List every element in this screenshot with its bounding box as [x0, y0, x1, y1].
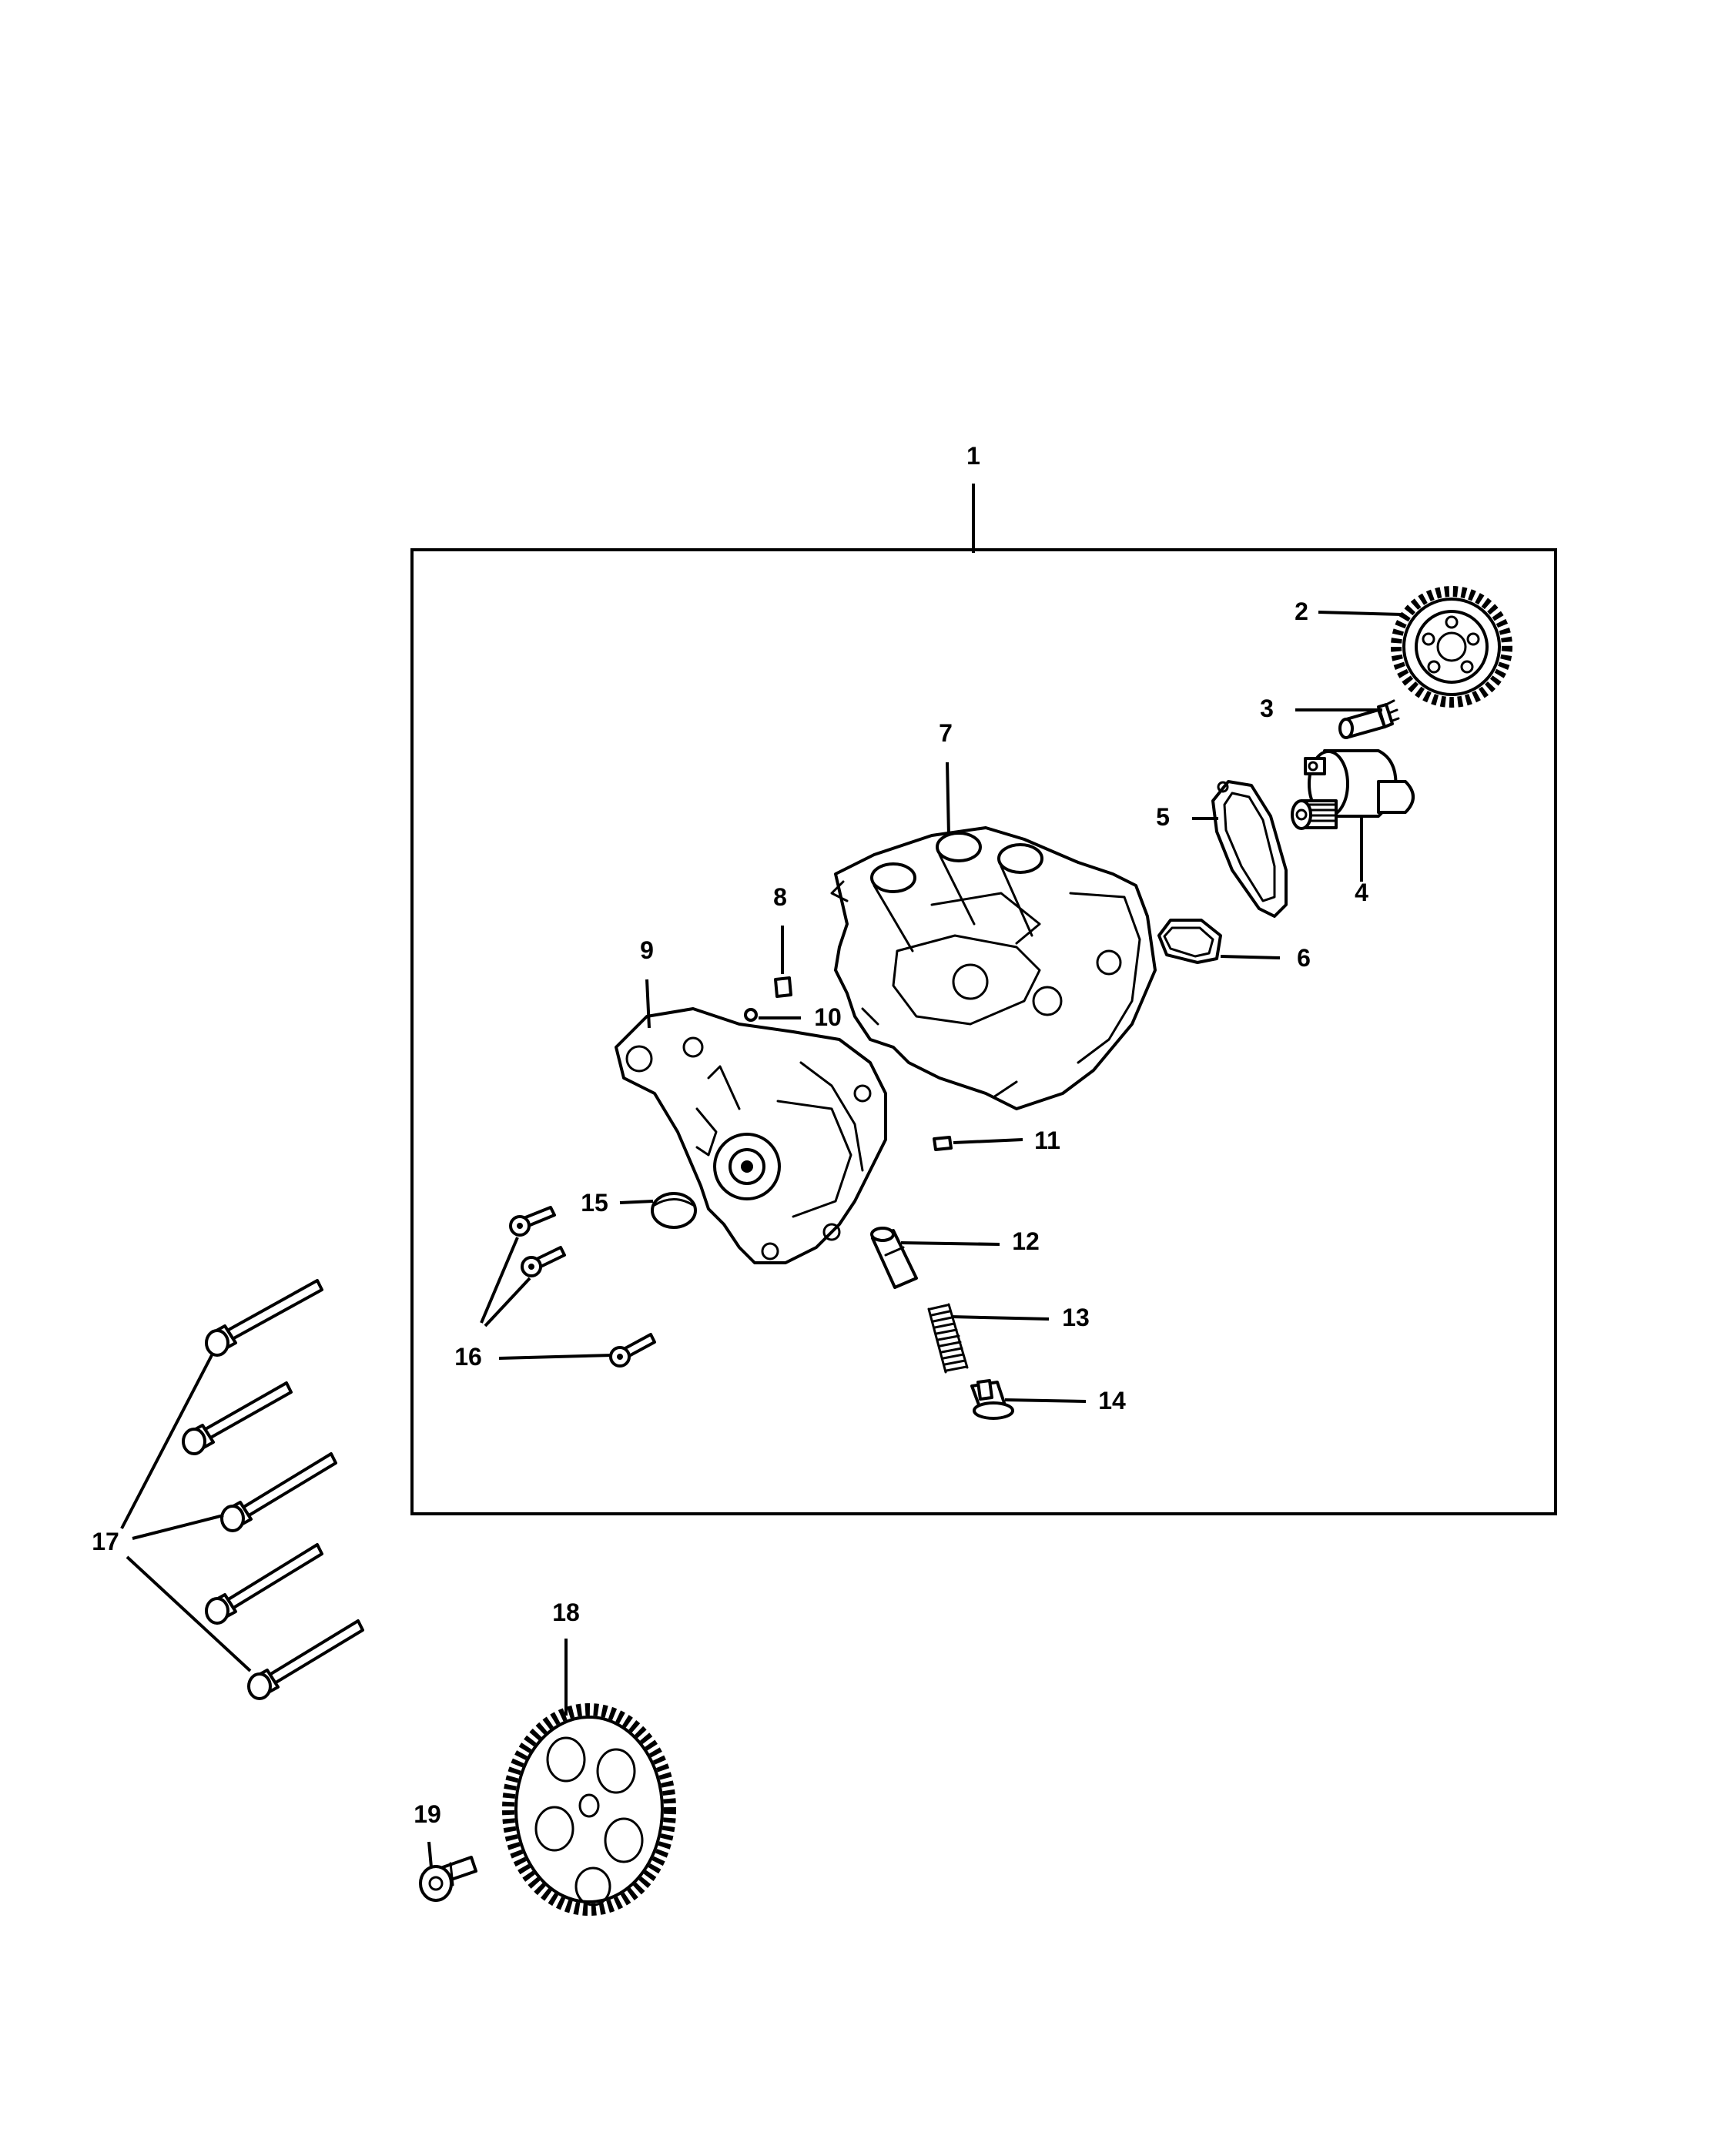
callout-1-label: 1	[966, 442, 980, 470]
ball-icon	[744, 1008, 758, 1022]
callout-6-label: 6	[1297, 944, 1311, 972]
callout-12-label: 12	[1012, 1227, 1040, 1255]
callout-2[interactable]: 2	[1295, 598, 1402, 625]
bolt-icon	[182, 1381, 293, 1455]
bolt-icon	[247, 1619, 364, 1700]
pin-icon	[774, 976, 792, 998]
bolt-icon	[419, 1856, 477, 1902]
callout-16-label: 16	[454, 1343, 482, 1371]
callout-19[interactable]: 19	[414, 1800, 441, 1868]
gasket-icon	[1211, 780, 1288, 918]
callout-15[interactable]: 15	[581, 1189, 654, 1217]
callout-13[interactable]: 13	[950, 1304, 1090, 1331]
callout-4[interactable]: 4	[1355, 816, 1368, 906]
drive-gear-icon	[1391, 586, 1512, 708]
callout-12[interactable]: 12	[900, 1227, 1040, 1255]
callout-7[interactable]: 7	[939, 719, 953, 836]
assembly-frame	[410, 548, 1557, 1515]
pump-housing-icon	[830, 826, 1157, 1110]
bolt-icon	[1338, 699, 1400, 739]
callout-11[interactable]: 11	[953, 1127, 1060, 1154]
callout-1[interactable]: 1	[966, 442, 980, 553]
callout-17[interactable]: 17	[92, 1354, 252, 1672]
callout-6[interactable]: 6	[1220, 944, 1311, 972]
sprocket-icon	[502, 1703, 676, 1916]
cap-icon	[970, 1379, 1014, 1420]
spring-icon	[927, 1303, 969, 1374]
callout-8[interactable]: 8	[773, 883, 787, 974]
callout-16[interactable]: 16	[454, 1237, 613, 1371]
callout-13-label: 13	[1062, 1304, 1090, 1331]
bolt-icon	[205, 1543, 323, 1625]
callout-14[interactable]: 14	[1004, 1387, 1126, 1414]
callout-9[interactable]: 9	[640, 936, 654, 1029]
bolt-icon	[609, 1333, 656, 1368]
gasket-icon	[1157, 919, 1222, 964]
callout-10-label: 10	[814, 1003, 842, 1031]
callout-5-label: 5	[1156, 803, 1170, 831]
callout-7-label: 7	[939, 719, 953, 747]
callout-3-label: 3	[1260, 695, 1274, 722]
callout-8-label: 8	[773, 883, 787, 911]
callout-17-label: 17	[92, 1528, 119, 1555]
plug-icon	[651, 1192, 697, 1229]
bolt-icon	[220, 1452, 337, 1532]
bolt-icon	[205, 1279, 323, 1357]
bolt-icon	[509, 1206, 556, 1237]
callout-15-label: 15	[581, 1189, 608, 1217]
pin-icon	[933, 1136, 953, 1151]
solenoid-icon	[1291, 749, 1415, 830]
pump-body-icon	[615, 1007, 887, 1264]
callout-3[interactable]: 3	[1260, 695, 1382, 722]
bolt-icon	[521, 1246, 566, 1277]
valve-icon	[870, 1227, 918, 1289]
callout-4-label: 4	[1355, 879, 1368, 906]
callout-14-label: 14	[1098, 1387, 1126, 1414]
callout-11-label: 11	[1034, 1127, 1060, 1154]
callout-5[interactable]: 5	[1156, 803, 1218, 831]
callout-19-label: 19	[414, 1800, 441, 1828]
callout-18[interactable]: 18	[552, 1599, 580, 1716]
callout-9-label: 9	[640, 936, 654, 964]
callout-10[interactable]: 10	[759, 1003, 842, 1031]
callout-18-label: 18	[552, 1599, 580, 1626]
callout-2-label: 2	[1295, 598, 1308, 625]
